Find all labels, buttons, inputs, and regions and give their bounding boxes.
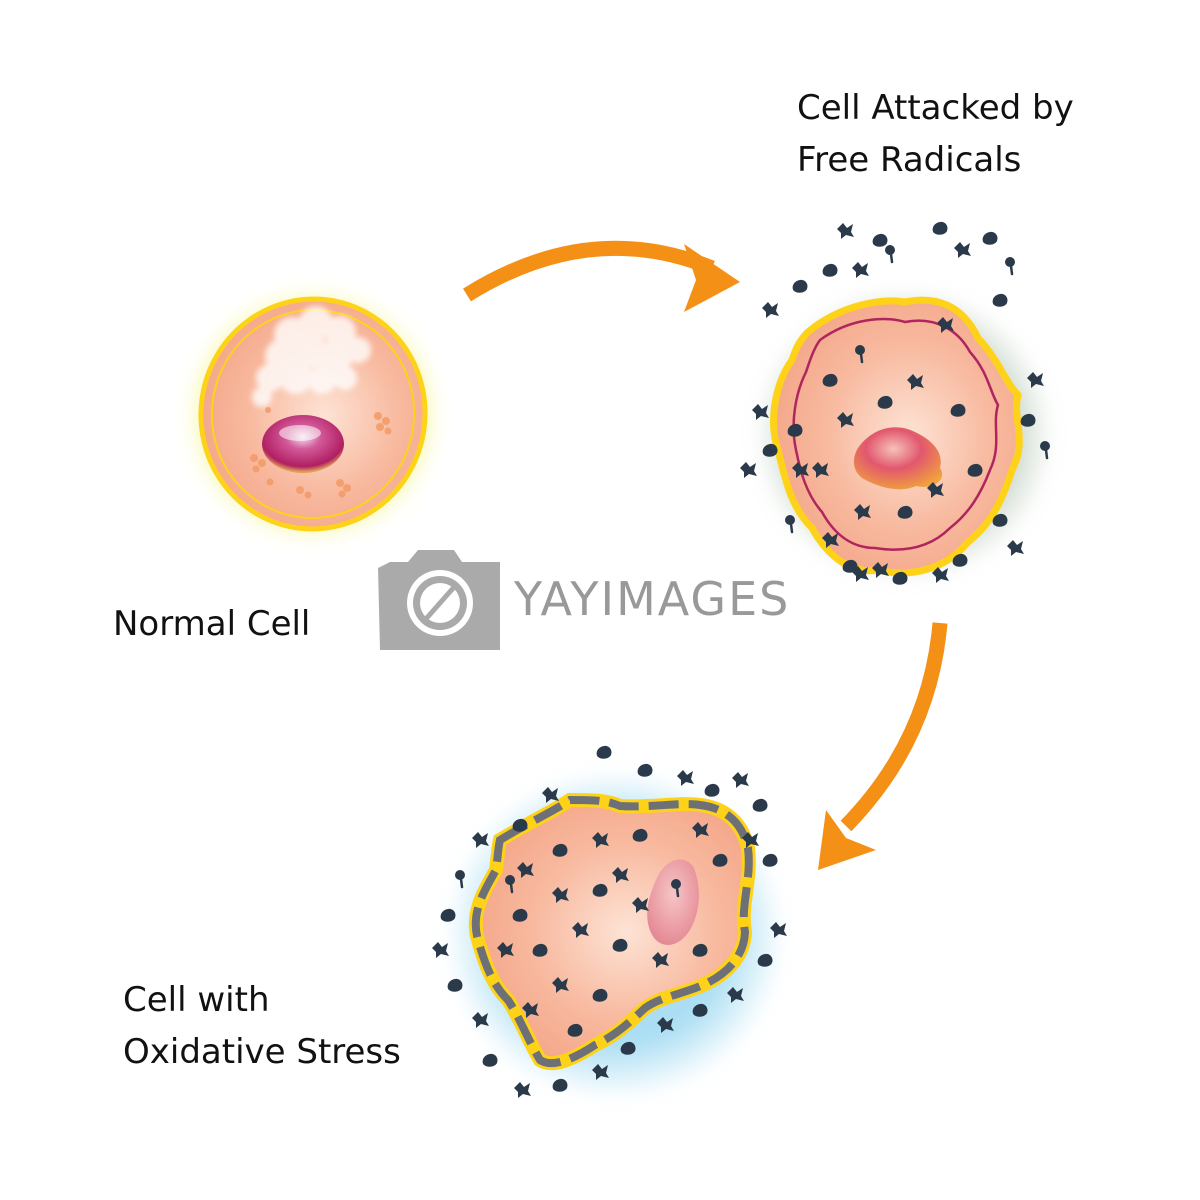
attacked-cell-label: Cell Attacked by Free Radicals: [797, 82, 1074, 186]
stress-cell-label: Cell with Oxidative Stress: [123, 974, 401, 1078]
camera-icon: [378, 550, 500, 650]
arrow-attacked-to-stress: [818, 622, 948, 870]
attacked-label-line2: Free Radicals: [797, 140, 1022, 180]
normal-cell: [185, 287, 441, 543]
stress-cell-broken-membrane: [471, 795, 753, 1068]
arrow-normal-to-attacked: [463, 240, 740, 312]
attacked-cell-nucleus: [853, 427, 943, 490]
normal-cell-nucleus: [262, 415, 344, 473]
vesicle-cluster: [252, 306, 371, 407]
attacked-label-line1: Cell Attacked by: [797, 88, 1074, 128]
nucleus-highlight: [279, 425, 321, 441]
attacked-cell: [740, 221, 1054, 585]
stress-label-line2: Oxidative Stress: [123, 1032, 401, 1072]
stress-cell-nucleus: [647, 859, 699, 945]
stress-cell: [432, 745, 787, 1100]
stress-label-line1: Cell with: [123, 980, 270, 1020]
watermark-text: YAYIMAGES: [514, 572, 791, 626]
mitochondria-dots: [250, 407, 392, 499]
normal-cell-label: Normal Cell: [113, 604, 311, 644]
